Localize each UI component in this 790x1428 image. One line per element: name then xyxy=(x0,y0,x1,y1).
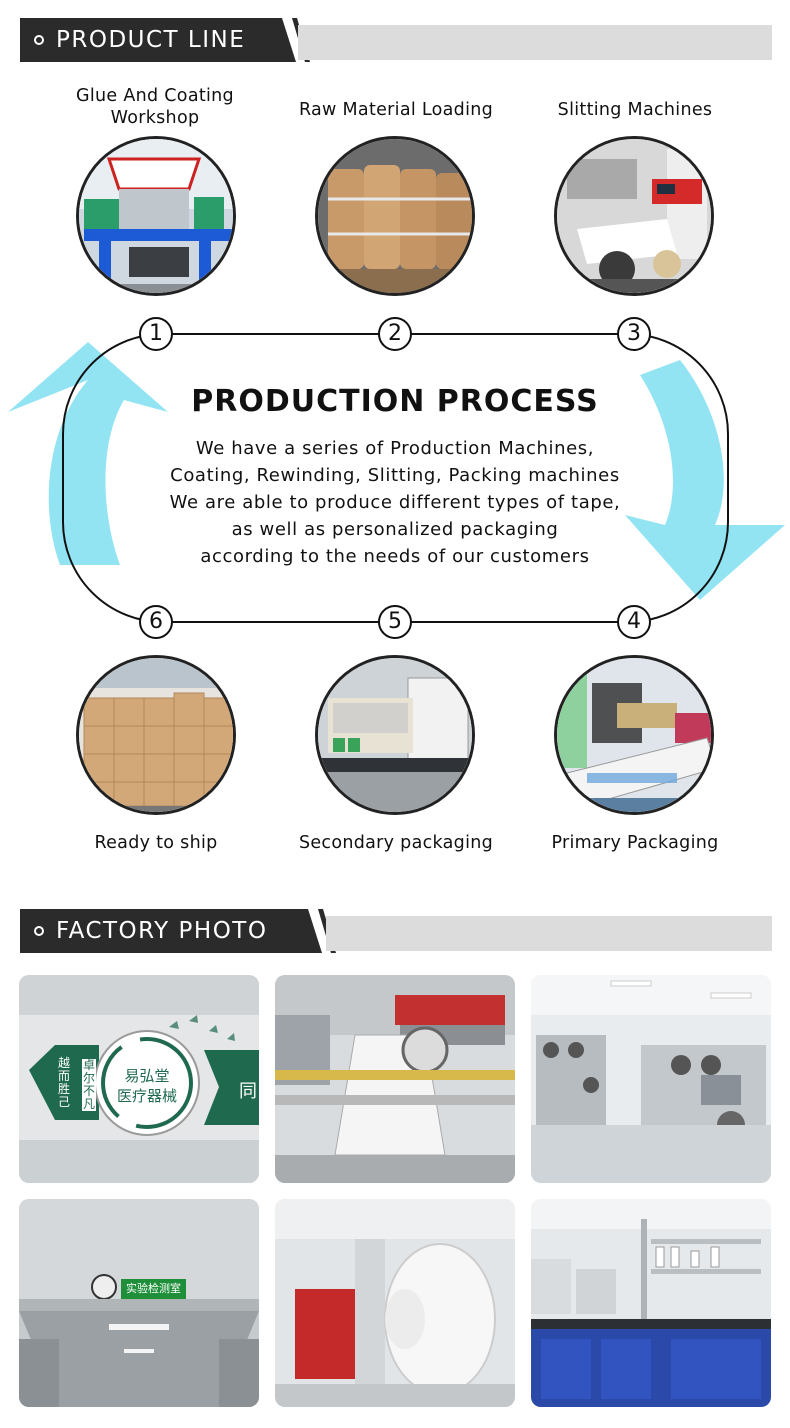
step-5-label: Secondary packaging xyxy=(298,833,494,853)
raw-material-loading-photo xyxy=(315,136,475,296)
step-3-label: Slitting Machines xyxy=(557,100,713,120)
factory-photo-logo-wall: 越而胜己 卓尔不凡 易弘堂 医疗器械 同 xyxy=(19,975,259,1183)
process-line: according to the needs of our customers xyxy=(200,546,590,567)
slant-divider-icon xyxy=(298,909,322,953)
process-line: We are able to produce different types o… xyxy=(169,492,621,513)
section-title: FACTORY PHOTO xyxy=(56,918,268,944)
process-description: We have a series of Production Machines,… xyxy=(0,435,790,570)
slitting-machines-photo xyxy=(554,136,714,296)
process-line: We have a series of Production Machines, xyxy=(195,438,595,459)
header-bar xyxy=(326,916,772,951)
step-1-label: Glue And Coating Workshop xyxy=(76,86,234,128)
step-5-number: 5 xyxy=(378,605,412,639)
company-subtitle: 医疗器械 xyxy=(116,1087,177,1105)
factory-photo-large-roll xyxy=(275,1199,515,1407)
step-2-number: 2 xyxy=(378,317,412,351)
glue-coating-workshop-photo xyxy=(76,136,236,296)
step-2-label: Raw Material Loading xyxy=(298,100,494,120)
step-3-number: 3 xyxy=(617,317,651,351)
section-title: PRODUCT LINE xyxy=(56,27,246,53)
factory-photo-clean-room xyxy=(531,975,771,1183)
step-6-label: Ready to ship xyxy=(94,833,218,853)
process-line: as well as personalized packaging xyxy=(231,519,559,540)
slant-divider-icon xyxy=(272,18,296,62)
process-title: PRODUCTION PROCESS xyxy=(191,384,599,419)
company-name: 易弘堂 xyxy=(124,1067,170,1085)
header-bar xyxy=(298,25,772,60)
circle-bullet-icon xyxy=(34,35,44,45)
factory-photo-laboratory xyxy=(531,1199,771,1407)
ready-to-ship-photo xyxy=(76,655,236,815)
process-line: Coating, Rewinding, Slitting, Packing ma… xyxy=(170,465,620,486)
step-4-number: 4 xyxy=(617,605,651,639)
sign-tag: 同 xyxy=(239,1081,257,1102)
arrow-up-icon xyxy=(8,342,168,565)
factory-photo-lab-corridor: 实验检测室 xyxy=(19,1199,259,1407)
step-1-number: 1 xyxy=(139,317,173,351)
lab-sign: 实验检测室 xyxy=(121,1279,186,1299)
factory-photo-coating-machine xyxy=(275,975,515,1183)
secondary-packaging-photo xyxy=(315,655,475,815)
step-4-label: Primary Packaging xyxy=(551,833,719,853)
circle-bullet-icon xyxy=(34,926,44,936)
arrow-down-icon xyxy=(625,360,785,600)
primary-packaging-photo xyxy=(554,655,714,815)
product-line-header: PRODUCT LINE xyxy=(20,18,772,62)
slogan-right: 卓尔不凡 xyxy=(82,1058,96,1111)
step-6-number: 6 xyxy=(139,605,173,639)
slogan-left: 越而胜己 xyxy=(57,1056,70,1109)
factory-photo-header: FACTORY PHOTO xyxy=(20,909,772,953)
